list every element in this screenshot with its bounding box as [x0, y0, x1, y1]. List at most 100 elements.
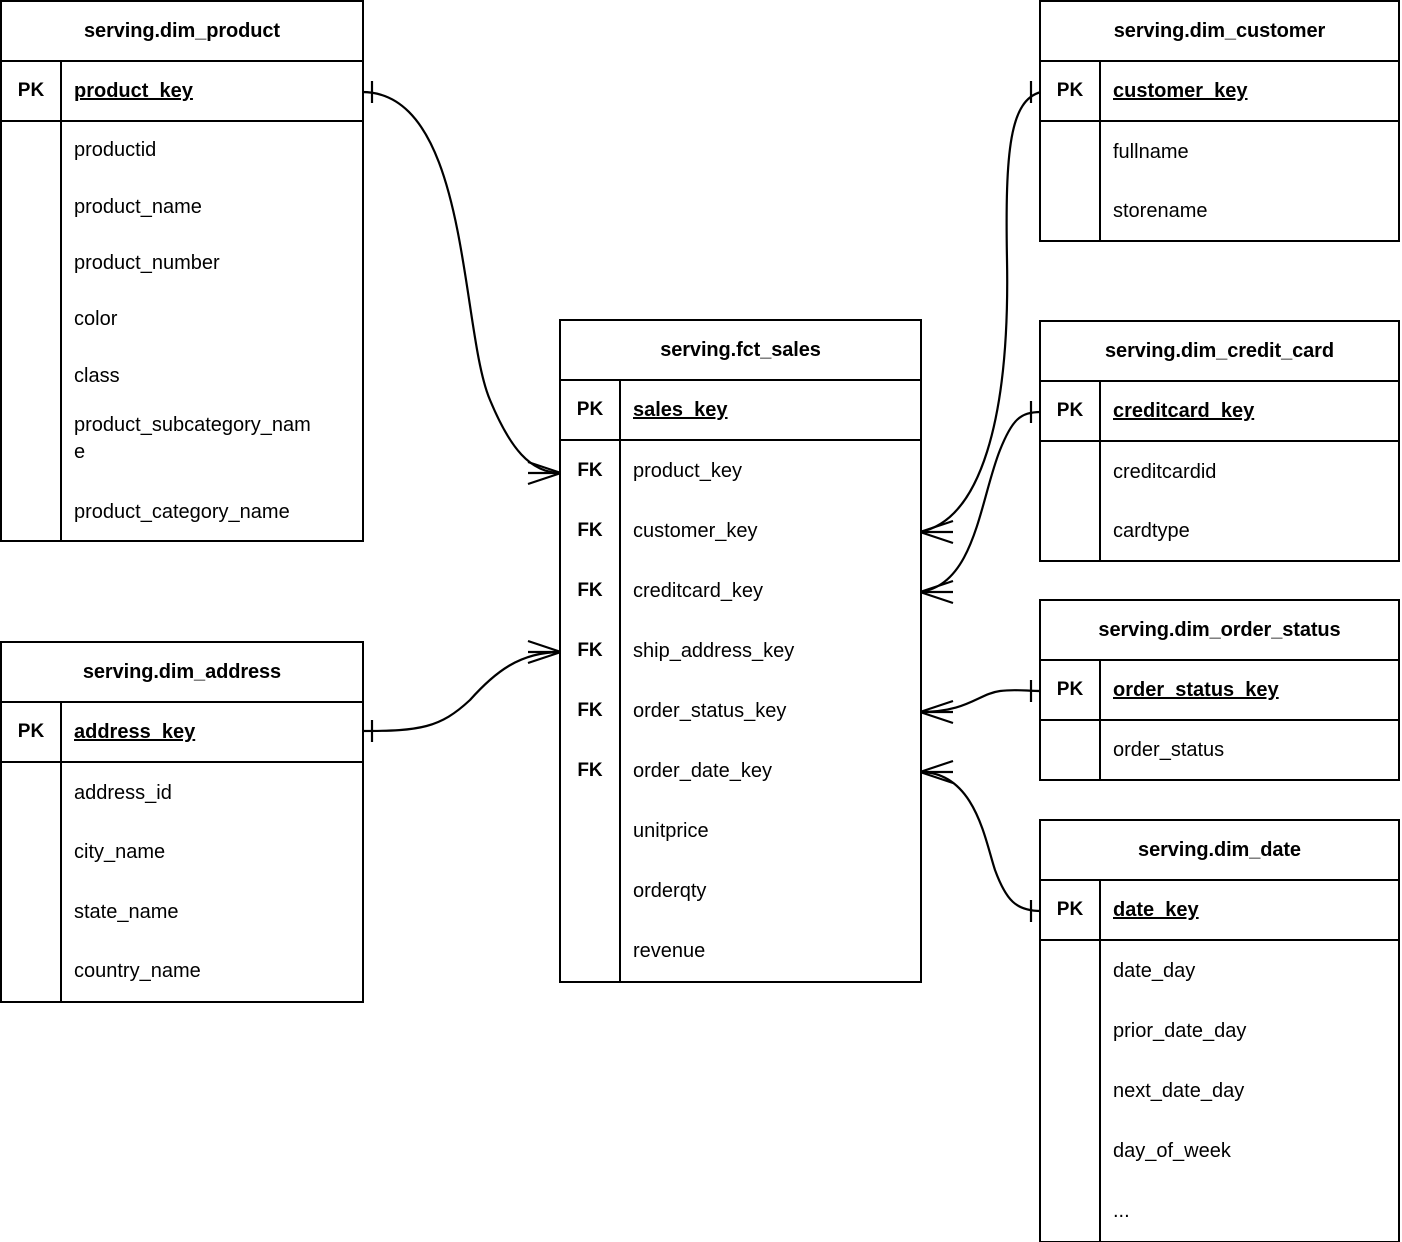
attribute-row: product_number [74, 252, 220, 275]
attribute-row: product_subcategory_name [74, 414, 311, 464]
pk-name-dim-date: date_key [1113, 899, 1199, 921]
attribute-row: address_id [74, 781, 172, 804]
attribute-row: city_name [74, 841, 166, 864]
fk-badge: FK [561, 561, 621, 621]
relationship-dim-address-fct-sales [361, 639, 562, 742]
attribute-row: cardtype [1113, 519, 1190, 542]
attribute-row: class [74, 364, 120, 387]
pk-row-dim-address: PK address_key [2, 703, 362, 763]
entity-dim-customer[interactable]: serving.dim_customer PK customer_key ful… [1039, 0, 1400, 242]
attribute-row: day_of_week [1113, 1140, 1231, 1162]
pk-name-dim-product: product_key [74, 80, 193, 102]
attribute-row-ellipsis: ... [1113, 1200, 1130, 1222]
attributes-dim-date: date_day prior_date_day next_date_day da… [1041, 941, 1398, 1241]
pk-badge-dim-customer: PK [1041, 62, 1101, 120]
attributes-dim-address: address_id city_name state_name country_… [2, 763, 362, 1001]
fk-row: FK order_date_key [561, 741, 920, 801]
attr-keycol-dim-product [2, 122, 62, 540]
pk-name-dim-customer: customer_key [1113, 80, 1248, 102]
fk-badge: FK [561, 501, 621, 561]
entity-dim-credit-card[interactable]: serving.dim_credit_card PK creditcard_ke… [1039, 320, 1400, 562]
pk-badge-dim-order-status: PK [1041, 661, 1101, 719]
fk-name: customer_key [633, 520, 758, 542]
attr-keycol-dim-address [2, 763, 62, 1001]
attr-keycol-dim-date [1041, 941, 1101, 1241]
attribute-row: date_day [1113, 960, 1196, 982]
pk-row-dim-customer: PK customer_key [1041, 62, 1398, 122]
pk-name-dim-address: address_key [74, 721, 196, 743]
fk-row: FK customer_key [561, 501, 920, 561]
attr-keycol-dim-credit-card [1041, 442, 1101, 560]
attr-keycol-dim-customer [1041, 122, 1101, 240]
entity-title-dim-credit-card: serving.dim_credit_card [1041, 322, 1398, 382]
fk-name: order_status_key [633, 700, 787, 722]
pk-row-dim-date: PK date_key [1041, 881, 1398, 941]
crowsfoot-product [527, 460, 562, 486]
attribute-row: product_category_name [74, 500, 290, 523]
attribute-row: state_name [74, 900, 179, 923]
pk-badge-dim-credit-card: PK [1041, 382, 1101, 440]
attribute-row: product_name [74, 195, 202, 218]
measure-name: unitprice [633, 820, 709, 842]
attribute-row: prior_date_day [1113, 1020, 1247, 1042]
attributes-dim-product: productid product_name product_number co… [2, 122, 362, 540]
relationship-fct-sales-dim-order-status [919, 680, 1042, 725]
pk-name-dim-order-status: order_status_key [1113, 679, 1279, 701]
attr-keycol-dim-order-status [1041, 721, 1101, 779]
measure-row: orderqty [561, 861, 920, 921]
measure-keycol [561, 801, 621, 861]
measure-row: revenue [561, 921, 920, 981]
relationship-fct-sales-dim-credit-card [919, 401, 1042, 605]
fk-badge: FK [561, 441, 621, 501]
pk-badge-dim-product: PK [2, 62, 62, 120]
attribute-row: country_name [74, 960, 201, 983]
entity-dim-order-status[interactable]: serving.dim_order_status PK order_status… [1039, 599, 1400, 781]
crowsfoot-date [919, 759, 954, 785]
pk-row-dim-credit-card: PK creditcard_key [1041, 382, 1398, 442]
attributes-dim-customer: fullname storename [1041, 122, 1398, 240]
measure-keycol [561, 921, 621, 981]
entity-dim-product[interactable]: serving.dim_product PK product_key produ… [0, 0, 364, 542]
entity-dim-address[interactable]: serving.dim_address PK address_key addre… [0, 641, 364, 1003]
pk-row-dim-product: PK product_key [2, 62, 362, 122]
fk-and-measure-block-fct-sales: FK product_key FK customer_key FK credit… [561, 441, 920, 981]
entity-title-fct-sales: serving.fct_sales [561, 321, 920, 381]
entity-title-dim-customer: serving.dim_customer [1041, 2, 1398, 62]
pk-badge-dim-address: PK [2, 703, 62, 761]
attribute-row: productid [74, 139, 157, 162]
entity-title-dim-address: serving.dim_address [2, 643, 362, 703]
pk-name-dim-credit-card: creditcard_key [1113, 400, 1255, 422]
pk-badge-dim-date: PK [1041, 881, 1101, 939]
fk-badge: FK [561, 741, 621, 801]
fk-row: FK creditcard_key [561, 561, 920, 621]
entity-title-dim-date: serving.dim_date [1041, 821, 1398, 881]
crowsfoot-creditcard [919, 579, 954, 605]
entity-title-dim-product: serving.dim_product [2, 2, 362, 62]
relationship-dim-product-fct-sales [361, 81, 562, 486]
fk-name: order_date_key [633, 760, 772, 782]
attribute-row: creditcardid [1113, 460, 1217, 483]
fk-row: FK product_key [561, 441, 920, 501]
entity-dim-date[interactable]: serving.dim_date PK date_key date_day pr… [1039, 819, 1400, 1242]
attribute-row: next_date_day [1113, 1080, 1245, 1102]
crowsfoot-customer [919, 519, 954, 545]
crowsfoot-order-status [919, 699, 954, 725]
entity-fct-sales[interactable]: serving.fct_sales PK sales_key FK produc… [559, 319, 922, 983]
attribute-row: order_status [1113, 739, 1225, 761]
attributes-dim-credit-card: creditcardid cardtype [1041, 442, 1398, 560]
relationship-fct-sales-dim-customer [919, 81, 1042, 545]
pk-badge-fct-sales: PK [561, 381, 621, 439]
measure-row: unitprice [561, 801, 920, 861]
fk-badge: FK [561, 681, 621, 741]
attribute-row: color [74, 308, 118, 331]
measure-name: orderqty [633, 880, 707, 902]
fk-name: ship_address_key [633, 640, 795, 662]
fk-name: product_key [633, 460, 742, 482]
attribute-row: storename [1113, 199, 1208, 222]
pk-row-fct-sales: PK sales_key [561, 381, 920, 441]
fk-badge: FK [561, 621, 621, 681]
attribute-row: fullname [1113, 140, 1189, 163]
measure-keycol [561, 861, 621, 921]
fk-row: FK order_status_key [561, 681, 920, 741]
